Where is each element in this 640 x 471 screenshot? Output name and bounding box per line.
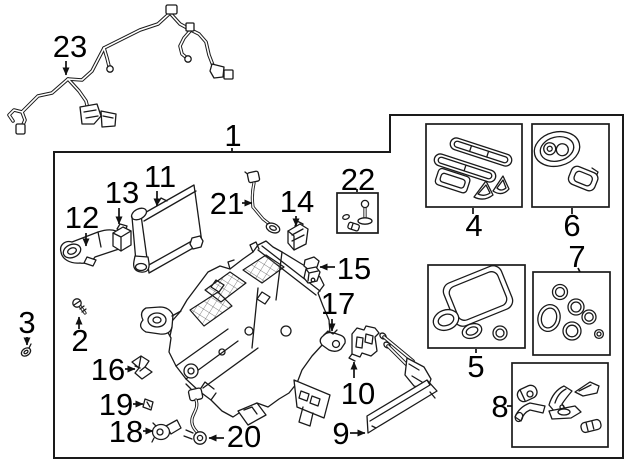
callout-12-label[interactable]: 12: [65, 200, 99, 235]
part-18-clip: [151, 419, 182, 443]
group-box-7: [532, 271, 611, 356]
group-box-22: [336, 192, 379, 234]
part-15-bracket: [303, 256, 321, 284]
callout-1-label[interactable]: 1: [224, 118, 241, 153]
callout-16[interactable]: 16: [91, 352, 136, 387]
part-13-bracket: [112, 223, 132, 252]
callout-15-label[interactable]: 15: [337, 251, 371, 286]
callout-3[interactable]: 3: [18, 305, 36, 346]
callout-20-label[interactable]: 20: [227, 419, 261, 454]
group-box-5: [427, 264, 526, 349]
callout-10-label[interactable]: 10: [341, 376, 375, 411]
callout-1[interactable]: 1: [224, 118, 241, 153]
callout-5[interactable]: 5: [467, 349, 485, 384]
callout-7[interactable]: 7: [568, 239, 585, 274]
callout-11-label[interactable]: 11: [144, 159, 176, 194]
part-9-heater-core: [366, 332, 438, 434]
callout-6[interactable]: 6: [563, 208, 581, 243]
callout-10[interactable]: 10: [341, 361, 375, 411]
callout-4-label[interactable]: 4: [465, 208, 482, 243]
part-17-clamp: [319, 329, 346, 352]
part-11-evaporator: [130, 184, 204, 274]
hvac-case-assembly: [139, 240, 331, 427]
callout-21[interactable]: 21: [210, 186, 253, 221]
part-22-hardware: [342, 199, 373, 232]
group-box-8: [511, 362, 609, 448]
callout-2-label[interactable]: 2: [71, 323, 88, 358]
callout-19-label[interactable]: 19: [99, 387, 133, 422]
callout-14[interactable]: 14: [280, 184, 314, 227]
callout-14-label[interactable]: 14: [280, 184, 314, 219]
callout-9-label[interactable]: 9: [332, 416, 349, 451]
callout-8-label[interactable]: 8: [491, 389, 508, 424]
box-8-fittings: [514, 381, 602, 434]
callout-18-label[interactable]: 18: [109, 414, 143, 449]
callout-23-label[interactable]: 23: [53, 29, 87, 64]
callout-17[interactable]: 17: [321, 286, 355, 332]
part-2-screw: [72, 298, 87, 315]
callout-23[interactable]: 23: [53, 29, 87, 76]
callout-15[interactable]: 15: [319, 251, 371, 286]
part-16-clip: [131, 355, 153, 380]
callout-13[interactable]: 13: [105, 175, 139, 225]
callout-17-label[interactable]: 17: [321, 286, 355, 321]
callout-21-label[interactable]: 21: [210, 186, 244, 221]
callout-8[interactable]: 8: [491, 389, 512, 424]
callout-19[interactable]: 19: [99, 387, 144, 422]
box-5-seals: [432, 265, 514, 341]
callout-22-label[interactable]: 22: [341, 162, 375, 197]
callout-9[interactable]: 9: [332, 416, 366, 451]
callout-2[interactable]: 2: [71, 316, 89, 358]
part-20-drain-hose: [183, 383, 207, 445]
callout-20[interactable]: 20: [208, 419, 261, 454]
callout-3-label[interactable]: 3: [18, 305, 35, 340]
group-box-6: [531, 123, 610, 208]
callout-22[interactable]: 22: [341, 162, 375, 197]
part-14-bracket: [287, 220, 309, 251]
callout-18[interactable]: 18: [109, 414, 154, 449]
part-10-bracket: [348, 325, 380, 362]
part-3-o-ring: [20, 343, 32, 357]
part-19-nut: [142, 398, 154, 411]
box-6-parts: [533, 130, 599, 192]
callout-16-label[interactable]: 16: [91, 352, 125, 387]
callout-6-label[interactable]: 6: [563, 208, 580, 243]
callout-5-label[interactable]: 5: [467, 349, 484, 384]
callout-4[interactable]: 4: [465, 208, 483, 243]
assembly-boundary: [53, 114, 624, 459]
part-21-pipe-bracket: [244, 170, 281, 234]
box-4-seals: [433, 137, 513, 200]
group-box-4: [425, 123, 523, 208]
callout-11[interactable]: 11: [144, 159, 176, 207]
part-23-wiring-harness: [7, 4, 234, 135]
callout-13-label[interactable]: 13: [105, 175, 139, 210]
callout-12[interactable]: 12: [65, 200, 99, 247]
box-7-o-rings: [537, 283, 605, 341]
callout-7-label[interactable]: 7: [568, 239, 585, 274]
